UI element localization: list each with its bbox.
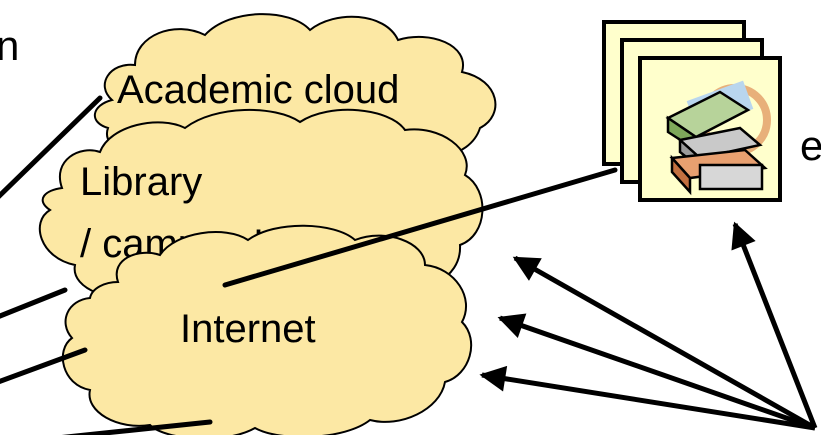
arrow-to-internet-upper xyxy=(497,313,816,431)
arrow-to-ebooks xyxy=(731,221,818,429)
academic-cloud-label: Academic cloud xyxy=(117,68,399,112)
arrow-to-lan xyxy=(512,255,817,431)
lan-to-ebooks-line xyxy=(222,167,618,288)
connector-line xyxy=(0,347,88,384)
ebooks-icon-group: e xyxy=(602,20,821,202)
ebooks-label-fragment: e xyxy=(800,122,821,169)
connector-line xyxy=(0,95,103,199)
access-arrows xyxy=(479,221,818,431)
books-stack-icon xyxy=(602,20,782,202)
connector-line xyxy=(0,287,68,319)
internet-label: Internet xyxy=(180,307,316,351)
arrow-to-internet-lower xyxy=(479,365,816,431)
library-lan-label-line1: Library xyxy=(80,160,202,204)
left-connectors xyxy=(0,95,213,440)
connector-line xyxy=(13,419,213,440)
internet-cloud: Internet xyxy=(61,224,472,440)
left-label-fragment: n xyxy=(0,22,19,69)
